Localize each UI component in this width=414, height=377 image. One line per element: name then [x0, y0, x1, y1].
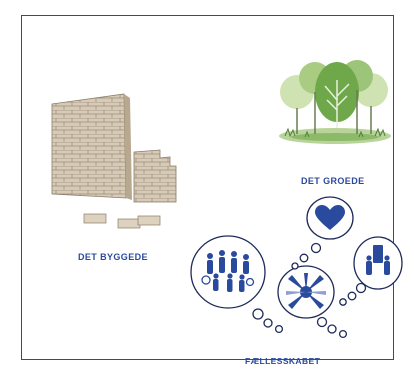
label-grown: DET GROEDE	[301, 176, 365, 186]
trees-icon	[279, 60, 391, 144]
joined-hands-icon	[286, 273, 326, 309]
heart-icon	[315, 205, 345, 230]
carrying-people-icon	[366, 245, 390, 275]
label-community: FÆLLESSKABET	[245, 356, 321, 366]
label-built: DET BYGGEDE	[78, 252, 148, 262]
brick-wall-icon	[51, 93, 177, 229]
people-group-icon	[201, 250, 255, 292]
